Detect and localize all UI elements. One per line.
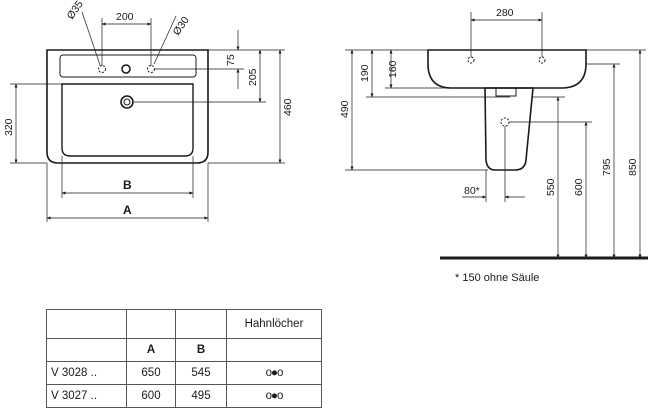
dim-75: 75	[225, 54, 237, 66]
dim-hole-right: Ø30	[171, 14, 192, 37]
table-header-row-1: Hahnlöcher	[46, 309, 322, 339]
dim-600: 600	[573, 178, 585, 196]
pedestal-outline	[484, 87, 534, 171]
tap-hole-center	[121, 64, 131, 74]
dim-550: 550	[545, 178, 557, 196]
model-cell: V 3028 ..	[46, 361, 127, 385]
holes-cell: o●o	[226, 361, 322, 385]
tap-hole-right	[147, 65, 155, 73]
front-view	[10, 11, 285, 222]
dim-490: 490	[339, 100, 351, 118]
dim-hole-left: Ø35	[65, 0, 86, 22]
holes-cell: o●o	[226, 384, 322, 408]
header-b: B	[175, 338, 227, 362]
side-dimension-labels: 280 490 190 160 80* 550 600 795 850	[339, 7, 639, 197]
tap-deck	[59, 54, 197, 78]
label-a: A	[123, 203, 132, 217]
pedestal-note: * 150 ohne Säule	[455, 272, 540, 284]
dim-795: 795	[601, 158, 613, 176]
dim-320: 320	[3, 118, 15, 136]
a-cell: 600	[126, 384, 176, 408]
header-holes: Hahnlöcher	[226, 309, 322, 339]
technical-drawing: Ø35 200 Ø30 75 205 460 320 B A	[3, 0, 648, 260]
b-cell: 545	[175, 361, 227, 385]
header-a: A	[126, 338, 176, 362]
model-cell: V 3027 ..	[46, 384, 127, 408]
a-cell: 650	[126, 361, 176, 385]
dim-205: 205	[247, 68, 259, 86]
dim-160: 160	[387, 60, 399, 78]
bowl-outline	[61, 83, 194, 157]
basin-outline	[46, 49, 209, 164]
b-cell: 495	[175, 384, 227, 408]
dim-hole-spacing: 200	[116, 11, 134, 23]
table-header-row-2: A B	[46, 338, 322, 362]
table-row: V 3028 .. 650 545 o●o	[46, 361, 322, 385]
dim-850: 850	[627, 158, 639, 176]
tap-hole-left	[98, 65, 106, 73]
basin-side-outline	[427, 49, 587, 89]
label-b: B	[123, 178, 132, 192]
table-row: V 3027 .. 600 495 o●o	[46, 384, 322, 408]
spec-table: Hahnlöcher A B V 3028 .. 650 545 o●o V 3…	[46, 309, 322, 408]
dim-190: 190	[359, 64, 371, 82]
side-view	[345, 12, 648, 260]
dim-460: 460	[282, 98, 294, 116]
drain	[120, 95, 134, 109]
dim-80: 80*	[464, 185, 480, 197]
dim-280: 280	[496, 7, 514, 19]
